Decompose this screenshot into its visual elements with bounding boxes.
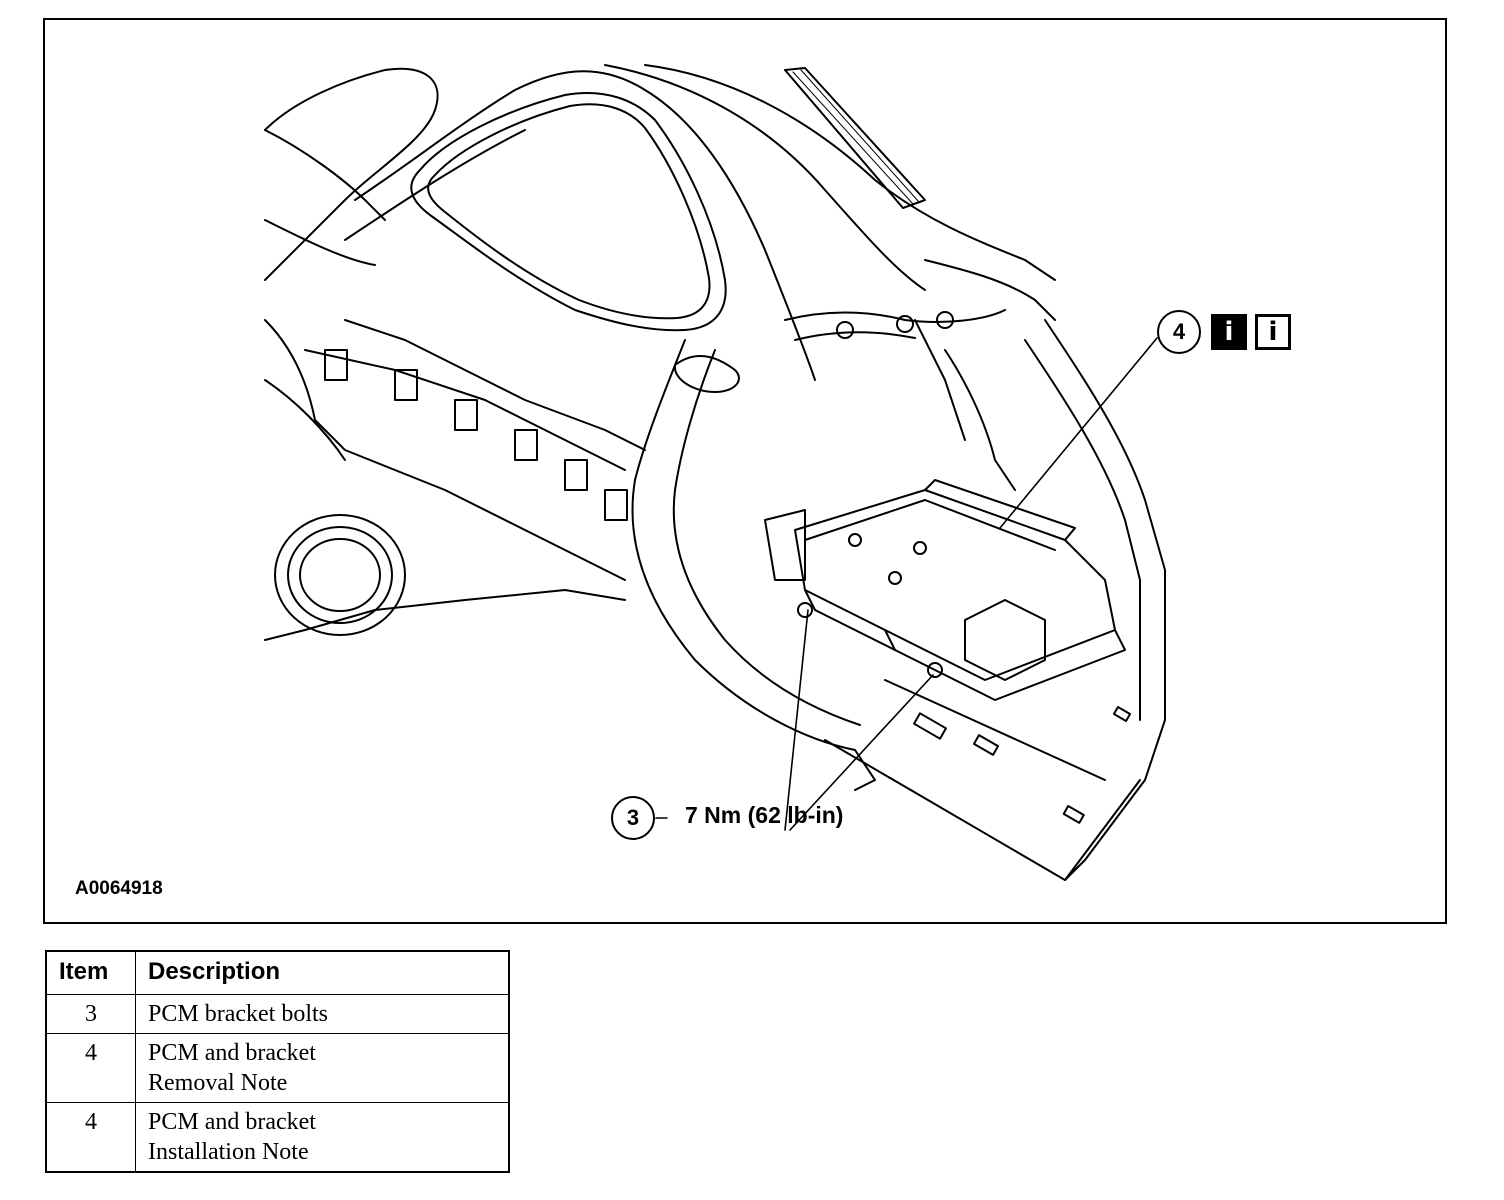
info-filled-glyph: i: [1224, 317, 1234, 347]
center-vent: [673, 354, 740, 393]
callout-3-circle: 3: [611, 796, 655, 840]
trim-panel-left-edge: [264, 67, 439, 281]
description-link[interactable]: Installation Note: [148, 1139, 309, 1165]
description-link[interactable]: Removal Note: [148, 1070, 288, 1096]
info-filled-icon[interactable]: i: [1211, 314, 1247, 350]
item-number-cell: 3: [45, 994, 136, 1034]
speaker-grille: [274, 514, 406, 636]
side-trim-panel: [1044, 319, 1166, 881]
description-line: PCM bracket bolts: [148, 1001, 328, 1027]
torque-spec-label: 7 Nm (62 lb-in): [685, 802, 844, 828]
description-cell: PCM and bracket Installation Note: [135, 1102, 510, 1173]
leader-line-3a: [784, 609, 809, 831]
pcm-module: [794, 489, 1116, 681]
info-outline-icon[interactable]: i: [1255, 314, 1291, 350]
legend-table: Item Description 3 PCM bracket bolts 4 P…: [45, 950, 510, 1173]
figure-id: A0064918: [75, 878, 163, 899]
header-description: Description: [135, 950, 510, 995]
diagram-frame: 3 7 Nm (62 lb-in) 4 i i A0064918: [43, 18, 1447, 924]
header-item: Item: [45, 950, 136, 995]
item-number-cell: 4: [45, 1102, 136, 1173]
leader-line-3b: [789, 674, 934, 831]
pcm-bracket: [764, 509, 806, 581]
defroster-vent: [784, 67, 926, 209]
table-row: 4 PCM and bracket Installation Note: [45, 1102, 510, 1173]
item-number-cell: 4: [45, 1033, 136, 1103]
leader-line-4: [999, 337, 1158, 529]
info-outline-glyph: i: [1268, 317, 1278, 347]
description-line: PCM and bracket: [148, 1109, 316, 1135]
description-line: PCM and bracket: [148, 1040, 316, 1066]
legend-header-row: Item Description: [45, 950, 510, 995]
callout-3-number: 3: [626, 805, 640, 830]
overhead-window-panel: [410, 92, 727, 332]
vehicle-interior-illustration: [264, 64, 1166, 881]
table-row: 3 PCM bracket bolts: [45, 994, 510, 1034]
dash-upper-panel: [354, 70, 816, 381]
callout-4-circle: 4: [1157, 310, 1201, 354]
console-side-panel: [631, 339, 856, 751]
callout-4-number: 4: [1172, 319, 1186, 344]
table-row: 4 PCM and bracket Removal Note: [45, 1033, 510, 1103]
description-cell: PCM bracket bolts: [135, 994, 510, 1034]
description-cell: PCM and bracket Removal Note: [135, 1033, 510, 1103]
